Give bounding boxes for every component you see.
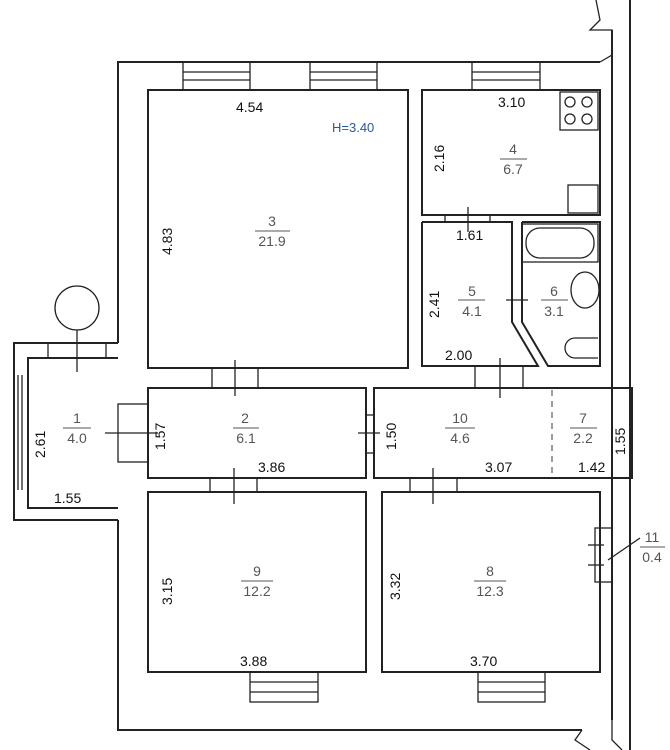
- dimensions: 2.61 1.55 1.57 3.86 4.54 4.83 3.10 2.16 …: [32, 94, 628, 669]
- ceiling-height: H=3.40: [332, 120, 374, 135]
- toilet-icon: [564, 337, 598, 359]
- svg-text:1.55: 1.55: [612, 428, 628, 455]
- svg-text:3.32: 3.32: [387, 573, 403, 600]
- room-3: [147, 89, 409, 369]
- svg-text:3.15: 3.15: [159, 578, 175, 605]
- svg-text:9: 9: [253, 563, 261, 579]
- svg-text:2.41: 2.41: [426, 291, 442, 318]
- svg-text:1.42: 1.42: [578, 459, 605, 475]
- balcony: [13, 285, 158, 521]
- svg-text:1.55: 1.55: [54, 490, 81, 506]
- svg-text:3.88: 3.88: [240, 653, 267, 669]
- svg-text:0.4: 0.4: [642, 549, 662, 565]
- outer-walls: [117, 0, 631, 750]
- room-6: [521, 221, 601, 367]
- doors: [209, 207, 641, 583]
- svg-text:1.57: 1.57: [152, 423, 168, 450]
- svg-text:1: 1: [73, 410, 81, 426]
- svg-text:2.16: 2.16: [431, 145, 447, 172]
- svg-text:3.86: 3.86: [258, 459, 285, 475]
- svg-text:11: 11: [645, 529, 660, 545]
- svg-text:2.00: 2.00: [445, 347, 472, 363]
- fixtures: [521, 91, 600, 359]
- svg-text:3.07: 3.07: [485, 459, 512, 475]
- windows: [182, 61, 546, 703]
- svg-text:3.70: 3.70: [470, 653, 497, 669]
- room-5: [421, 221, 540, 367]
- svg-text:4.1: 4.1: [462, 303, 482, 319]
- room-2: [147, 387, 367, 479]
- svg-text:1.50: 1.50: [383, 423, 399, 450]
- svg-text:6: 6: [550, 283, 558, 299]
- svg-text:6.7: 6.7: [503, 161, 523, 177]
- svg-text:5: 5: [468, 283, 476, 299]
- svg-text:4.54: 4.54: [236, 99, 263, 115]
- room-labels: 1 4.0 2 6.1 3 21.9 4 6.7 5 4.1 6 3.1 7 2.2 8 12.…: [63, 141, 665, 599]
- room-11: [594, 527, 613, 583]
- svg-text:4.83: 4.83: [159, 228, 175, 255]
- svg-text:12.2: 12.2: [243, 583, 270, 599]
- svg-text:2.61: 2.61: [32, 431, 48, 458]
- column-icon: [54, 285, 100, 331]
- svg-text:3.10: 3.10: [498, 94, 525, 110]
- svg-text:3: 3: [268, 213, 276, 229]
- washbasin-icon: [570, 271, 600, 309]
- svg-text:3.1: 3.1: [544, 303, 564, 319]
- svg-text:4: 4: [509, 141, 517, 157]
- svg-text:12.3: 12.3: [476, 583, 503, 599]
- room-9: [147, 491, 367, 673]
- svg-text:7: 7: [579, 410, 587, 426]
- svg-text:2: 2: [241, 410, 249, 426]
- room-8: [381, 491, 601, 673]
- svg-text:1.61: 1.61: [456, 227, 483, 243]
- svg-text:4.0: 4.0: [67, 430, 87, 446]
- svg-text:6.1: 6.1: [236, 430, 256, 446]
- bathtub-icon: [521, 223, 599, 263]
- svg-text:8: 8: [486, 563, 494, 579]
- svg-text:4.6: 4.6: [450, 430, 470, 446]
- svg-text:10: 10: [452, 410, 468, 426]
- svg-text:21.9: 21.9: [258, 233, 285, 249]
- svg-text:2.2: 2.2: [573, 430, 593, 446]
- stove-icon: [559, 91, 599, 131]
- sink-icon: [567, 184, 599, 214]
